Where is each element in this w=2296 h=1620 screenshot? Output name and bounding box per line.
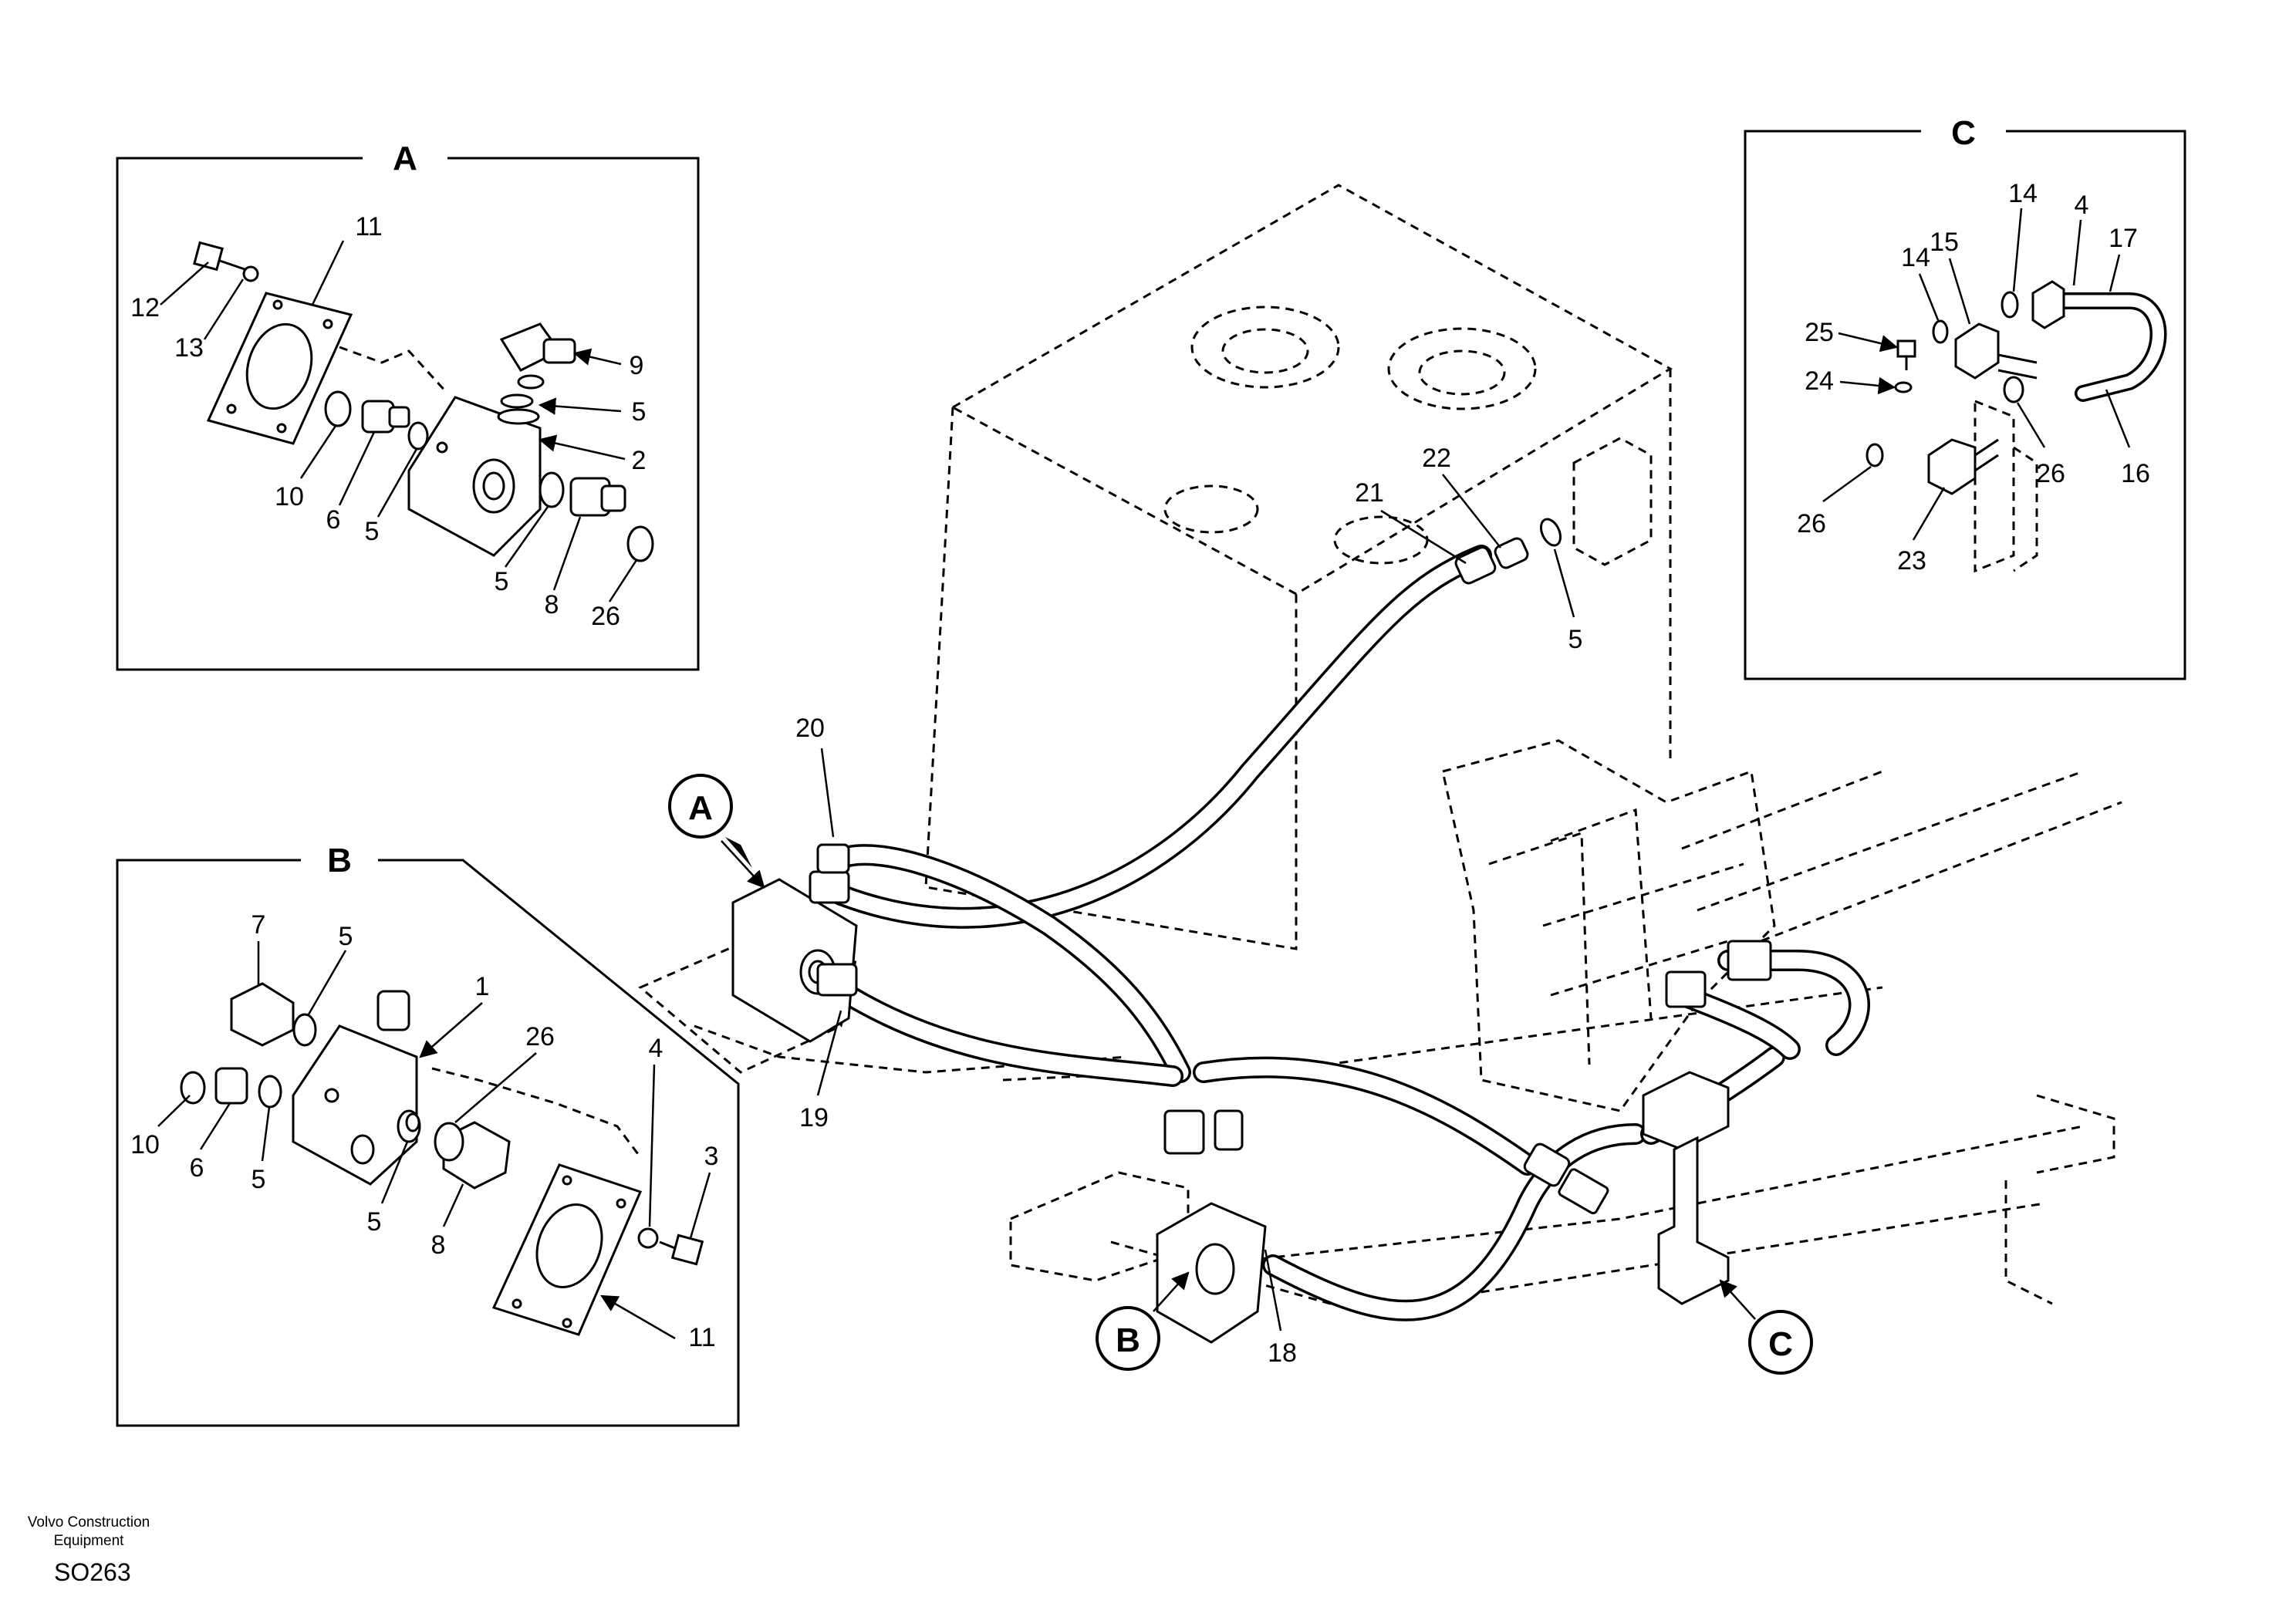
section-b-box: B bbox=[116, 842, 740, 1427]
callout-a-9: 9 bbox=[630, 351, 644, 380]
callout-b-6: 6 bbox=[190, 1153, 204, 1183]
callout-c-14a: 14 bbox=[2008, 179, 2038, 208]
section-c-box: C bbox=[1744, 114, 2186, 680]
callout-a-10: 10 bbox=[275, 482, 304, 511]
callout-19: 19 bbox=[799, 1103, 829, 1132]
callout-c-14b: 14 bbox=[1901, 243, 1930, 272]
callout-a-2: 2 bbox=[632, 446, 647, 475]
section-a-title: A bbox=[393, 140, 417, 177]
callout-b-26: 26 bbox=[525, 1022, 555, 1051]
callout-a-12: 12 bbox=[130, 293, 160, 322]
svg-text:C: C bbox=[1768, 1325, 1793, 1363]
company-line-1: Volvo Construction bbox=[27, 1514, 150, 1531]
callout-b-5b: 5 bbox=[252, 1165, 266, 1194]
callout-c-26a: 26 bbox=[2036, 459, 2065, 488]
callout-18: 18 bbox=[1268, 1338, 1297, 1368]
callout-a-11: 11 bbox=[355, 212, 382, 241]
hoses bbox=[830, 545, 1870, 1321]
callout-b-11: 11 bbox=[688, 1323, 715, 1352]
company-name: Volvo Construction Equipment bbox=[15, 1514, 162, 1551]
callout-b-7: 7 bbox=[252, 910, 266, 940]
callout-a-13: 13 bbox=[174, 333, 204, 363]
callout-numbers: 11 12 13 9 5 2 10 6 5 5 8 26 7 5 1 26 10… bbox=[130, 179, 2150, 1368]
callout-b-4: 4 bbox=[649, 1034, 663, 1063]
callout-a-8: 8 bbox=[545, 590, 559, 619]
callout-c-26b: 26 bbox=[1797, 509, 1826, 538]
view-marker-a[interactable]: A bbox=[668, 774, 765, 889]
callout-b-5a: 5 bbox=[339, 922, 353, 951]
callout-a-5a: 5 bbox=[632, 397, 647, 427]
callout-b-8: 8 bbox=[431, 1230, 446, 1260]
callout-b-10: 10 bbox=[130, 1130, 160, 1159]
callout-c-16: 16 bbox=[2121, 459, 2150, 488]
svg-text:A: A bbox=[688, 789, 713, 827]
machine-outline bbox=[638, 184, 2122, 1313]
callout-c-4: 4 bbox=[2075, 191, 2089, 220]
callout-a-5b: 5 bbox=[365, 517, 380, 546]
callout-a-6: 6 bbox=[326, 505, 341, 535]
callout-22: 22 bbox=[1422, 444, 1451, 473]
svg-text:B: B bbox=[1116, 1321, 1140, 1359]
callout-b-3: 3 bbox=[704, 1142, 719, 1171]
callout-b-5c: 5 bbox=[367, 1207, 382, 1237]
callout-a-26: 26 bbox=[591, 602, 620, 631]
drawing-code: SO263 bbox=[54, 1558, 131, 1586]
view-marker-b[interactable]: B bbox=[1096, 1271, 1190, 1371]
callout-21: 21 bbox=[1355, 478, 1384, 508]
callout-5: 5 bbox=[1568, 625, 1583, 654]
callout-c-25: 25 bbox=[1805, 318, 1834, 347]
leader-lines bbox=[157, 208, 2131, 1340]
callout-c-17: 17 bbox=[2109, 224, 2138, 253]
callout-20: 20 bbox=[795, 714, 825, 743]
main-view-parts bbox=[731, 518, 1772, 1344]
callout-a-5c: 5 bbox=[495, 567, 509, 596]
callout-b-1: 1 bbox=[475, 972, 490, 1001]
section-a-box: A bbox=[116, 140, 700, 671]
company-line-2: Equipment bbox=[53, 1533, 124, 1549]
callout-c-23: 23 bbox=[1897, 546, 1926, 575]
section-b-title: B bbox=[327, 842, 352, 879]
callout-c-15: 15 bbox=[1930, 228, 1959, 257]
section-c-title: C bbox=[1951, 114, 1976, 152]
callout-c-24: 24 bbox=[1805, 366, 1834, 396]
view-marker-c[interactable]: C bbox=[1719, 1279, 1813, 1375]
